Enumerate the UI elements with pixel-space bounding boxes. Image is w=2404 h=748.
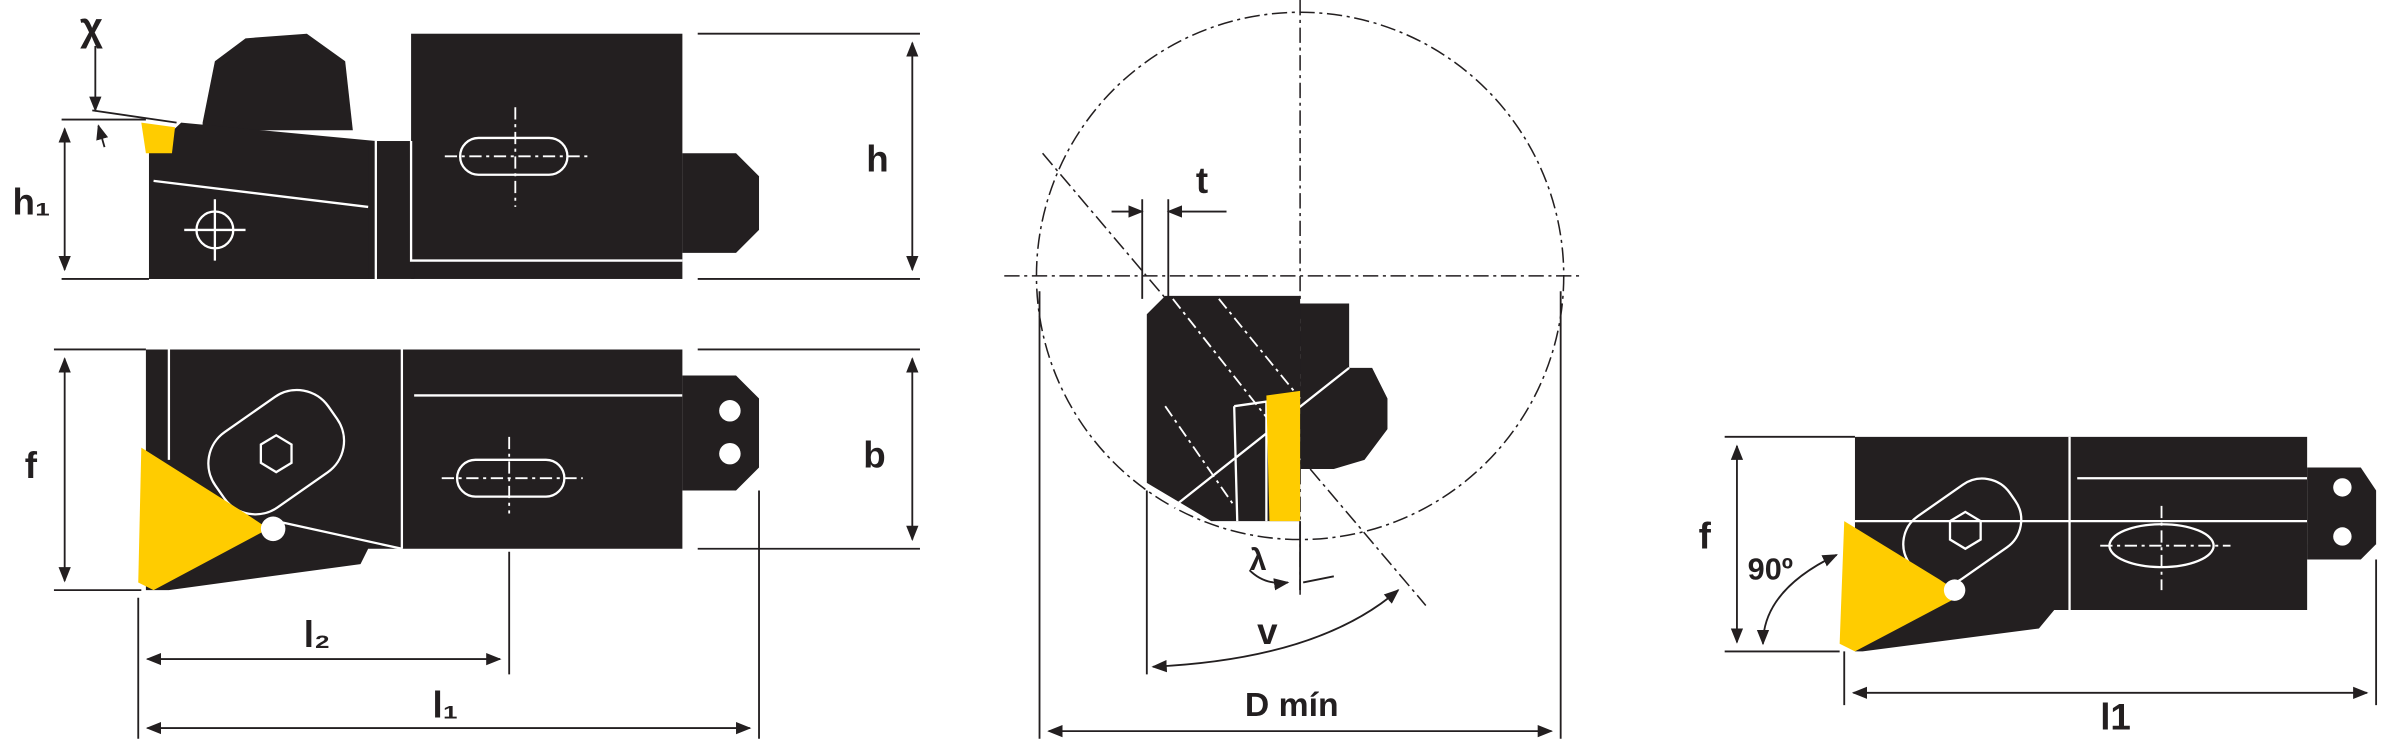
insert-right: [1839, 521, 1963, 652]
b-label: b: [863, 435, 885, 476]
insert-bore: [1266, 390, 1301, 522]
d-min-label: D mín: [1245, 686, 1339, 724]
h-label: h: [866, 139, 888, 180]
l1-left-label: l₁: [433, 684, 458, 725]
lambda-label: λ: [1250, 543, 1267, 577]
bore-view: t λ v D mín: [1004, 0, 1580, 739]
l1-right-label: l1: [2100, 697, 2131, 738]
v-label: v: [1257, 611, 1278, 652]
t-label: t: [1196, 160, 1208, 201]
right-top-view: f 90º l1: [1699, 435, 2378, 738]
insert-side: [141, 122, 176, 154]
side-view: χ h₁ h: [13, 5, 920, 280]
top-view: f b l₂ l₁: [25, 348, 920, 739]
l2-label: l₂: [304, 614, 331, 655]
angle-90-label: 90º: [1748, 552, 1793, 586]
f-right-label: f: [1699, 516, 1712, 557]
f-left-label: f: [25, 445, 38, 486]
insert-top: [138, 447, 269, 591]
gamma-label: χ: [80, 5, 103, 49]
h1-label: h₁: [13, 182, 51, 223]
